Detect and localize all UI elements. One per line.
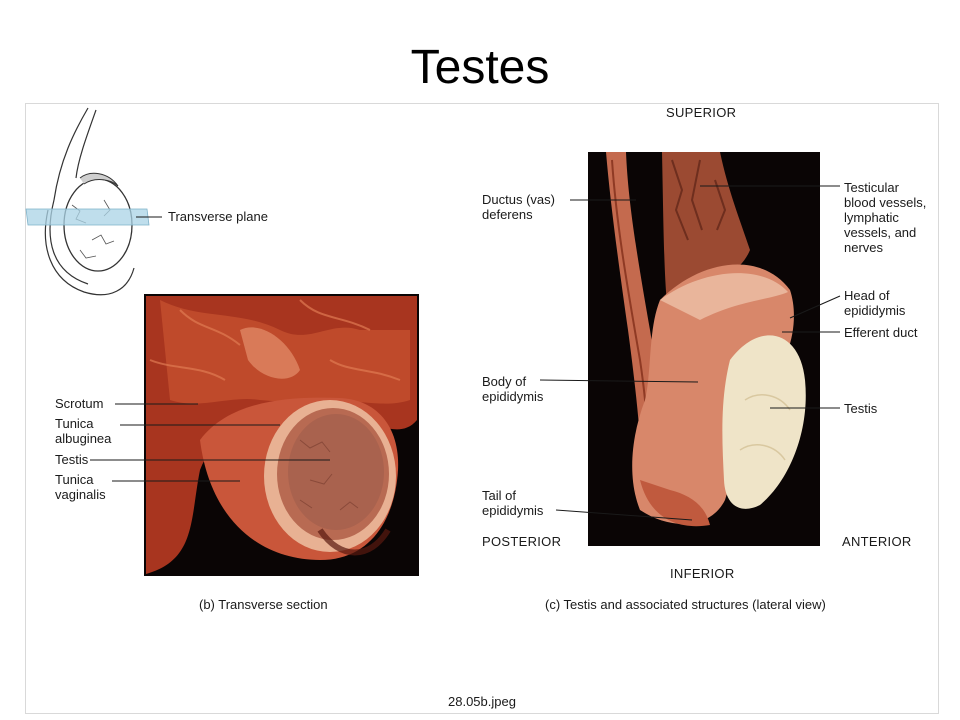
label-head-of-epididymis: Head of epididymis bbox=[844, 288, 906, 318]
label-efferent-duct: Efferent duct bbox=[844, 325, 918, 340]
label-scrotum: Scrotum bbox=[55, 396, 104, 411]
label-testicular-vessels: Testicular blood vessels, lymphatic vess… bbox=[844, 180, 927, 255]
caption-panel-b: (b) Transverse section bbox=[199, 597, 328, 612]
label-tunica-vaginalis: Tunica vaginalis bbox=[55, 472, 106, 502]
panel-c-leader-lines bbox=[539, 185, 841, 521]
label-tunica-albuginea: Tunica albuginea bbox=[55, 416, 112, 446]
caption-panel-c: (c) Testis and associated structures (la… bbox=[545, 597, 826, 612]
orientation-anterior: ANTERIOR bbox=[842, 534, 912, 549]
figure-file-name: 28.05b.jpeg bbox=[448, 694, 516, 709]
label-testis-b: Testis bbox=[55, 452, 89, 467]
label-testis-c: Testis bbox=[844, 401, 878, 416]
label-body-of-epididymis: Body of epididymis bbox=[482, 374, 544, 404]
orientation-posterior: POSTERIOR bbox=[482, 534, 562, 549]
lateral-view-photo bbox=[588, 152, 820, 546]
transverse-section-photo bbox=[144, 294, 419, 576]
transverse-plane-label: Transverse plane bbox=[168, 209, 268, 224]
orientation-superior: SUPERIOR bbox=[666, 105, 737, 120]
orientation-inferior: INFERIOR bbox=[670, 566, 735, 581]
testis-sketch bbox=[25, 107, 162, 296]
transverse-plane-shape bbox=[25, 208, 150, 226]
slide-title: Testes bbox=[410, 41, 550, 94]
panel-b-leader-lines bbox=[90, 403, 330, 482]
label-tail-of-epididymis: Tail of epididymis bbox=[482, 488, 544, 518]
label-ductus-deferens: Ductus (vas) deferens bbox=[482, 192, 555, 222]
